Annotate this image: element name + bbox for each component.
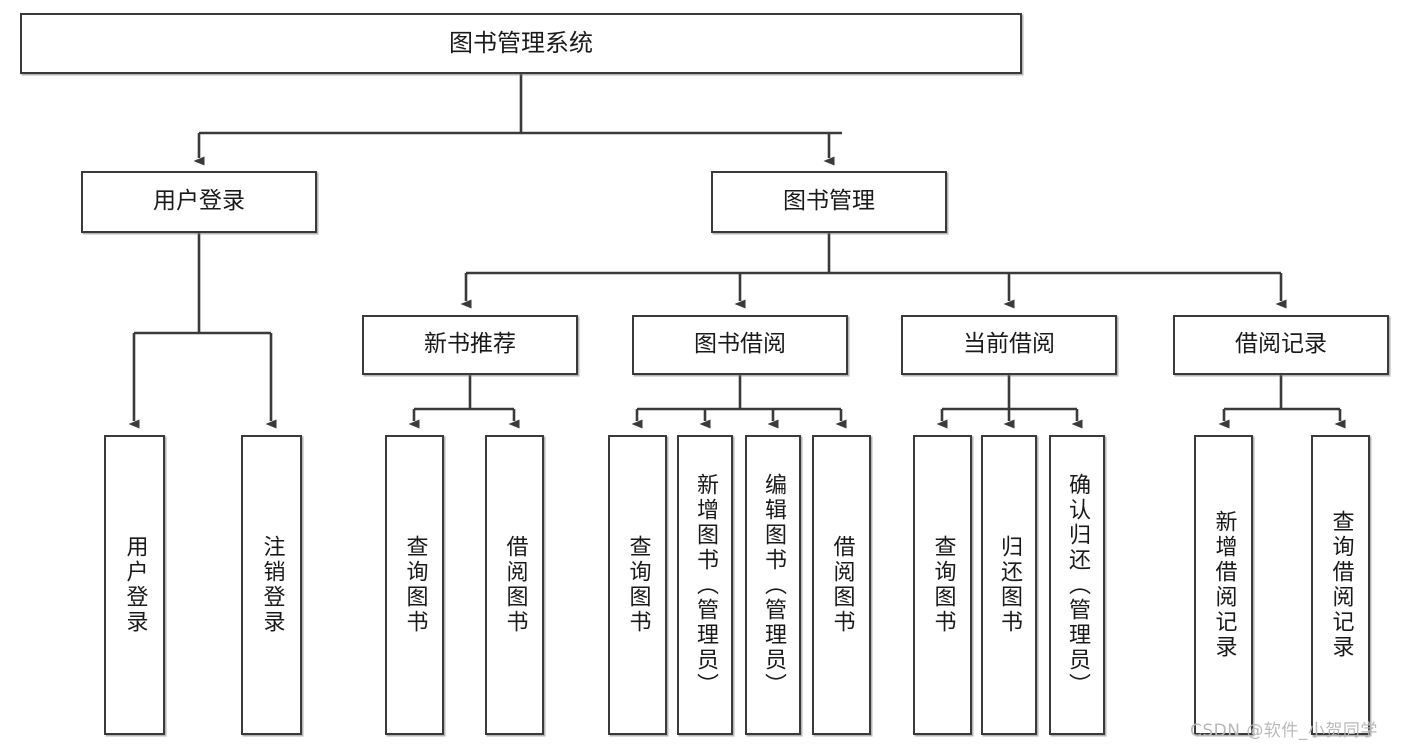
node-leaf-add-book[interactable]: 新增图书（管理员） [677, 435, 733, 735]
node-leaf-logout[interactable]: 注销登录 [241, 435, 302, 735]
node-leaf-query-record[interactable]: 查询借阅记录 [1311, 435, 1370, 735]
node-leaf-query-book-3-label: 查询图书 [930, 535, 956, 635]
node-user-login[interactable]: 用户登录 [81, 171, 317, 233]
node-user-login-label: 用户登录 [153, 188, 245, 215]
node-leaf-edit-book-label: 编辑图书（管理员） [761, 472, 786, 698]
node-new-book-rec-label: 新书推荐 [424, 331, 516, 358]
node-current-borrow[interactable]: 当前借阅 [901, 315, 1117, 375]
node-leaf-logout-label: 注销登录 [259, 535, 285, 635]
node-root[interactable]: 图书管理系统 [20, 13, 1022, 74]
node-leaf-borrow-book-1-label: 借阅图书 [502, 535, 528, 635]
node-leaf-query-book-1-label: 查询图书 [402, 535, 428, 635]
node-leaf-borrow-book-1[interactable]: 借阅图书 [485, 435, 544, 735]
node-leaf-return-book-label: 归还图书 [997, 535, 1022, 635]
node-leaf-add-book-label: 新增图书（管理员） [693, 472, 718, 698]
node-book-manage[interactable]: 图书管理 [711, 171, 947, 233]
node-leaf-user-login[interactable]: 用户登录 [104, 435, 165, 735]
node-leaf-borrow-book-2[interactable]: 借阅图书 [812, 435, 871, 735]
node-root-label: 图书管理系统 [449, 29, 593, 58]
node-leaf-confirm-return[interactable]: 确认归还（管理员） [1049, 435, 1105, 735]
node-new-book-rec[interactable]: 新书推荐 [362, 315, 578, 375]
node-leaf-query-book-2-label: 查询图书 [625, 535, 651, 635]
node-leaf-add-record-label: 新增借阅记录 [1211, 510, 1237, 660]
node-book-manage-label: 图书管理 [783, 188, 875, 215]
node-leaf-confirm-return-label: 确认归还（管理员） [1065, 472, 1090, 698]
node-leaf-query-book-2[interactable]: 查询图书 [608, 435, 667, 735]
node-leaf-return-book[interactable]: 归还图书 [981, 435, 1037, 735]
node-leaf-query-record-label: 查询借阅记录 [1328, 510, 1354, 660]
node-leaf-query-book-1[interactable]: 查询图书 [385, 435, 444, 735]
node-leaf-add-record[interactable]: 新增借阅记录 [1194, 435, 1253, 735]
node-book-borrow[interactable]: 图书借阅 [632, 315, 848, 375]
node-leaf-edit-book[interactable]: 编辑图书（管理员） [745, 435, 801, 735]
node-leaf-user-login-label: 用户登录 [122, 535, 148, 635]
node-leaf-borrow-book-2-label: 借阅图书 [829, 535, 855, 635]
node-borrow-record-label: 借阅记录 [1235, 331, 1327, 358]
node-borrow-record[interactable]: 借阅记录 [1173, 315, 1389, 375]
csdn-watermark: CSDN @软件_小贺同学 [1190, 721, 1378, 741]
node-current-borrow-label: 当前借阅 [963, 331, 1055, 358]
node-leaf-query-book-3[interactable]: 查询图书 [913, 435, 972, 735]
node-book-borrow-label: 图书借阅 [694, 331, 786, 358]
